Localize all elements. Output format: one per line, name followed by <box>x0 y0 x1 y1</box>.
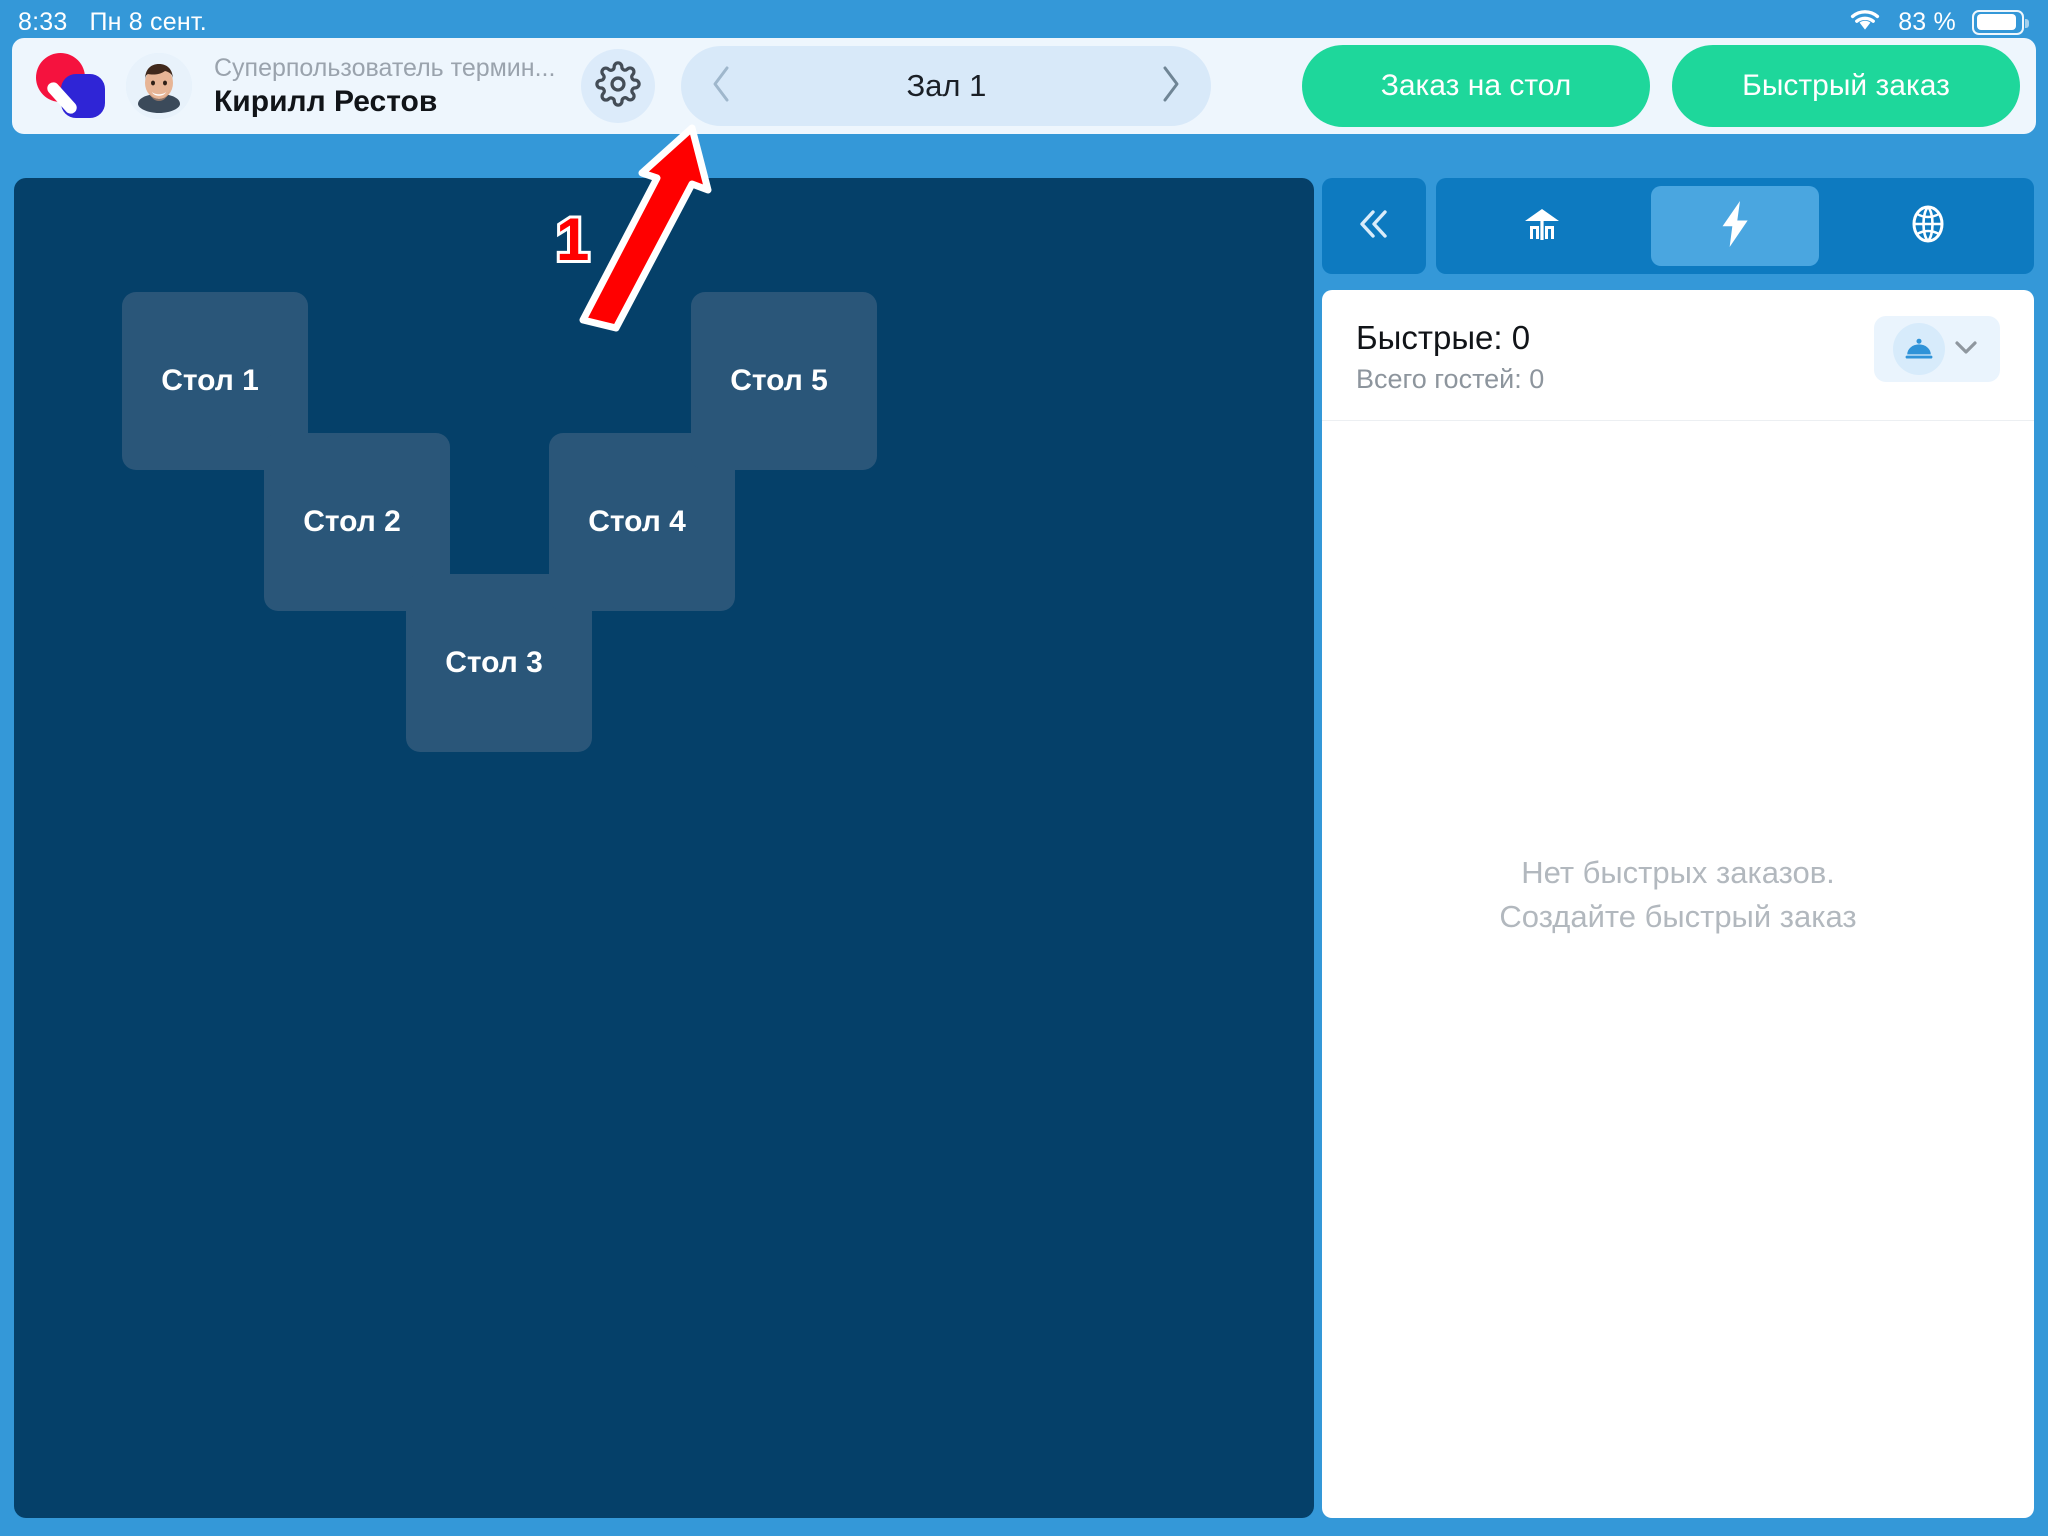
status-bar-left: 8:33 Пн 8 сент. <box>18 8 207 37</box>
header-actions: Заказ на стол Быстрый заказ <box>1302 45 2020 127</box>
settings-button[interactable] <box>581 49 656 123</box>
hall-selector[interactable]: Зал 1 <box>681 46 1212 126</box>
hall-name-label: Зал 1 <box>906 68 987 103</box>
globe-icon <box>1904 200 1952 253</box>
table-label: Стол 1 <box>161 364 259 397</box>
table-label: Стол 5 <box>730 364 828 397</box>
panel-body: Быстрые: 0 Всего гостей: 0 <box>1322 290 2034 1518</box>
tab-delivery[interactable] <box>1844 186 2012 266</box>
table-label: Стол 4 <box>588 505 686 538</box>
empty-state-line2: Создайте быстрый заказ <box>1499 898 1857 934</box>
ios-status-bar: 8:33 Пн 8 сент. 83 % <box>0 0 2048 44</box>
status-date: Пн 8 сент. <box>89 7 207 36</box>
chevron-right-icon[interactable] <box>1157 63 1183 110</box>
status-time: 8:33 <box>18 7 68 36</box>
battery-icon <box>1972 9 2029 35</box>
app-logo-icon <box>34 49 108 123</box>
empty-state: Нет быстрых заказов. Создайте быстрый за… <box>1322 421 2034 1518</box>
panel-toolbar <box>1322 178 2034 274</box>
tab-tables[interactable] <box>1458 186 1626 266</box>
app-header: Суперпользователь термин... Кирилл Ресто… <box>12 38 2036 134</box>
floor-plan-canvas[interactable]: Стол 1 Стол 2 Стол 3 Стол 4 Стол 5 <box>14 178 1314 1518</box>
panel-tab-group <box>1436 178 2034 274</box>
gear-icon <box>595 60 642 112</box>
avatar[interactable] <box>126 53 192 119</box>
user-role-label: Суперпользователь термин... <box>214 54 556 82</box>
tables-hall-icon <box>1519 201 1565 252</box>
quick-count-label: Быстрые: 0 <box>1356 319 1531 356</box>
user-name-label: Кирилл Рестов <box>214 85 438 118</box>
wifi-icon <box>1848 6 1882 39</box>
collapse-panel-button[interactable] <box>1322 178 1426 274</box>
user-info: Суперпользователь термин... Кирилл Ресто… <box>214 52 555 120</box>
table-label: Стол 2 <box>303 505 401 538</box>
tab-quick-orders[interactable] <box>1650 186 1819 266</box>
chevron-down-icon[interactable] <box>1951 337 1981 362</box>
summary-counts: Быстрые: 0 Всего гостей: 0 <box>1356 316 1544 398</box>
serve-filter-button[interactable] <box>1874 316 2000 382</box>
double-chevron-left-icon <box>1351 205 1397 248</box>
status-bar-right: 83 % <box>1848 6 2029 39</box>
chevron-left-icon[interactable] <box>709 63 735 110</box>
panel-summary: Быстрые: 0 Всего гостей: 0 <box>1322 290 2034 421</box>
table-order-button[interactable]: Заказ на стол <box>1302 45 1650 127</box>
lightning-bolt-icon <box>1712 199 1758 254</box>
guests-count-label: Всего гостей: 0 <box>1356 364 1545 394</box>
table-label: Стол 3 <box>445 646 543 679</box>
table-card[interactable]: Стол 5 <box>691 292 877 470</box>
empty-state-line1: Нет быстрых заказов. <box>1521 854 1835 890</box>
serving-dome-icon <box>1893 323 1945 375</box>
side-panel: Быстрые: 0 Всего гостей: 0 <box>1322 178 2034 1518</box>
quick-order-button[interactable]: Быстрый заказ <box>1672 45 2020 127</box>
battery-percent-label: 83 % <box>1898 7 1956 36</box>
